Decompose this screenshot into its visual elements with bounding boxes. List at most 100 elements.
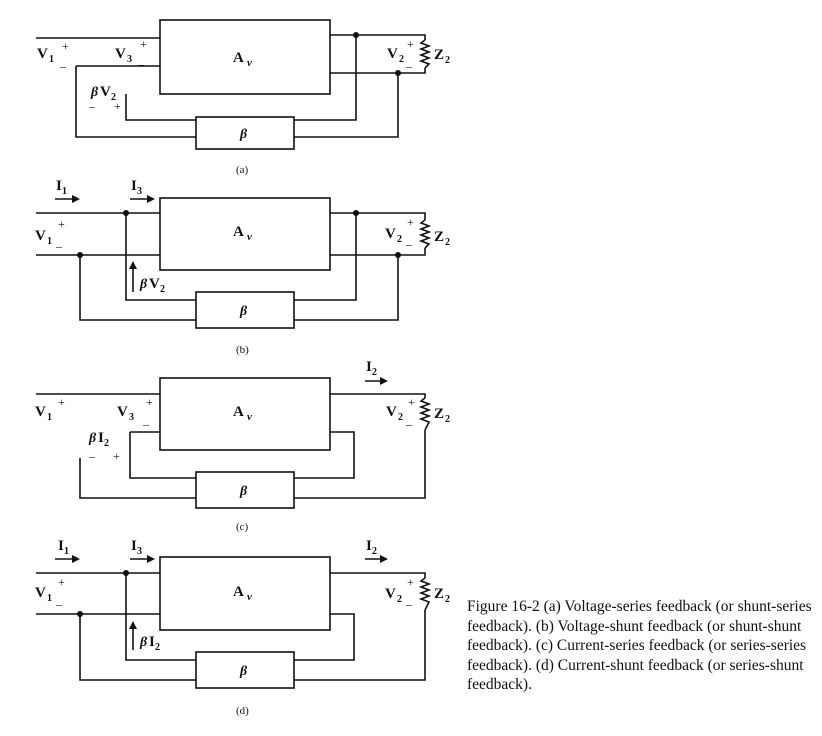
v2-minus-b: _ (405, 233, 413, 247)
v2-sub-a: 2 (399, 54, 404, 65)
z2-label-c: Z (434, 406, 444, 422)
v1-plus-d: + (58, 575, 65, 589)
v2-label-d: V (385, 586, 396, 602)
i3-label-b: I (131, 178, 137, 194)
betav2-plus-a: + (114, 99, 121, 113)
amplifier-label-d: A (233, 584, 244, 600)
v2-label-a: V (387, 46, 398, 62)
v1-label-b: V (35, 228, 46, 244)
subfigure-label-c: (c) (236, 521, 249, 533)
circuit-b: A v β I 1 I 3 V 1 + _ β V 2 V 2 + _ Z 2 … (35, 178, 450, 356)
v2-plus-b: + (407, 215, 414, 229)
betai2-plus-c: + (113, 449, 120, 463)
betai2-beta-d: β (139, 635, 148, 650)
i3-label-d: I (131, 538, 137, 554)
betai2-sub-c: 2 (104, 438, 109, 449)
amplifier-block-c (159, 377, 331, 451)
figure-caption: Figure 16-2 (a) Voltage-series feedback … (467, 598, 812, 693)
v2-minus-a: _ (405, 55, 413, 69)
v2-label-c: V (386, 404, 397, 420)
i1-label-d: I (58, 538, 64, 554)
v3-minus-a: _ (137, 53, 145, 67)
betav2-sub-a: 2 (111, 92, 116, 103)
amplifier-block-b (159, 197, 331, 271)
circuit-d: A v β I 1 I 3 I 2 V 1 + _ β I 2 V 2 + _ … (35, 538, 450, 717)
i3-sub-b: 3 (137, 186, 142, 197)
beta-block-label-c: β (239, 484, 248, 499)
i2-label-d: I (366, 538, 372, 554)
v2-plus-c: + (408, 395, 415, 409)
betai2-sub-d: 2 (155, 642, 160, 653)
v2-label-b: V (385, 226, 396, 242)
betav2-v-b: V (149, 276, 160, 292)
impedance-z2-c (418, 397, 432, 431)
z2-sub-c: 2 (445, 414, 450, 425)
v3-label-c: V (117, 404, 128, 420)
impedance-z2-b (418, 219, 432, 249)
v3-sub-a: 3 (127, 54, 132, 65)
circuit-c: A v β I 2 V 1 + V 3 + _ β I 2 – + V 2 + … (35, 359, 450, 533)
v3-minus-c: _ (142, 413, 150, 427)
betav2-minus-a: – (88, 99, 96, 113)
v2-sub-b: 2 (397, 234, 402, 245)
betai2-beta-c: β (88, 431, 97, 446)
amplifier-block-a (159, 19, 331, 95)
v1-plus-b: + (58, 217, 65, 231)
beta-block-label-a: β (239, 127, 248, 142)
amplifier-label-a: A (233, 50, 244, 66)
betav2-beta-b: β (139, 277, 148, 292)
v2-minus-c: _ (405, 413, 413, 427)
v1-label-d: V (35, 585, 46, 601)
i1-sub-d: 1 (64, 546, 69, 557)
subfigure-label-d: (d) (236, 705, 249, 717)
betav2-sub-b: 2 (160, 284, 165, 295)
v3-plus-a: + (140, 37, 147, 51)
impedance-z2-a (418, 39, 432, 69)
v2-sub-c: 2 (398, 412, 403, 423)
amplifier-sub-a: v (247, 57, 252, 69)
feedback-block-d (195, 651, 295, 689)
betav2-v-a: V (100, 84, 111, 100)
v1-minus-a: _ (59, 55, 67, 69)
amplifier-sub-d: v (247, 591, 252, 603)
v1-label-a: V (37, 46, 48, 62)
i1-sub-b: 1 (62, 186, 67, 197)
feedback-block-c (195, 471, 295, 509)
v2-sub-d: 2 (397, 594, 402, 605)
v1-label-c: V (35, 404, 46, 420)
z2-sub-d: 2 (445, 594, 450, 605)
z2-sub-a: 2 (445, 55, 450, 66)
betai2-minus-c: – (88, 449, 96, 463)
amplifier-label-c: A (233, 404, 244, 420)
v1-sub-b: 1 (47, 236, 52, 247)
amplifier-block-d (159, 556, 331, 631)
v1-sub-c: 1 (47, 412, 52, 423)
v1-minus-d: _ (55, 593, 63, 607)
circuit-a: A v β V 1 + _ V 3 + _ β V 2 – + V 2 + _ … (36, 19, 450, 176)
betav2-beta-a: β (90, 85, 99, 100)
betai2-i-d: I (149, 634, 155, 650)
subfigure-label-b: (b) (236, 344, 249, 356)
v1-plus-c: + (58, 395, 65, 409)
v3-plus-c: + (146, 395, 153, 409)
v1-minus-b: _ (55, 235, 63, 249)
v1-sub-d: 1 (47, 593, 52, 604)
v2-minus-d: _ (405, 593, 413, 607)
z2-label-d: Z (434, 586, 444, 602)
beta-block-label-b: β (239, 304, 248, 319)
amplifier-sub-b: v (247, 231, 252, 243)
i2-sub-c: 2 (372, 367, 377, 378)
v1-sub-a: 1 (49, 54, 54, 65)
beta-block-label-d: β (239, 664, 248, 679)
feedback-block-a (195, 116, 295, 150)
amplifier-label-b: A (233, 224, 244, 240)
i3-sub-d: 3 (137, 546, 142, 557)
v2-plus-a: + (407, 37, 414, 51)
i2-label-c: I (366, 359, 372, 375)
v2-plus-d: + (407, 575, 414, 589)
impedance-z2-d (418, 577, 432, 611)
z2-label-a: Z (434, 47, 444, 63)
betai2-i-c: I (98, 430, 104, 446)
amplifier-sub-c: v (247, 411, 252, 423)
